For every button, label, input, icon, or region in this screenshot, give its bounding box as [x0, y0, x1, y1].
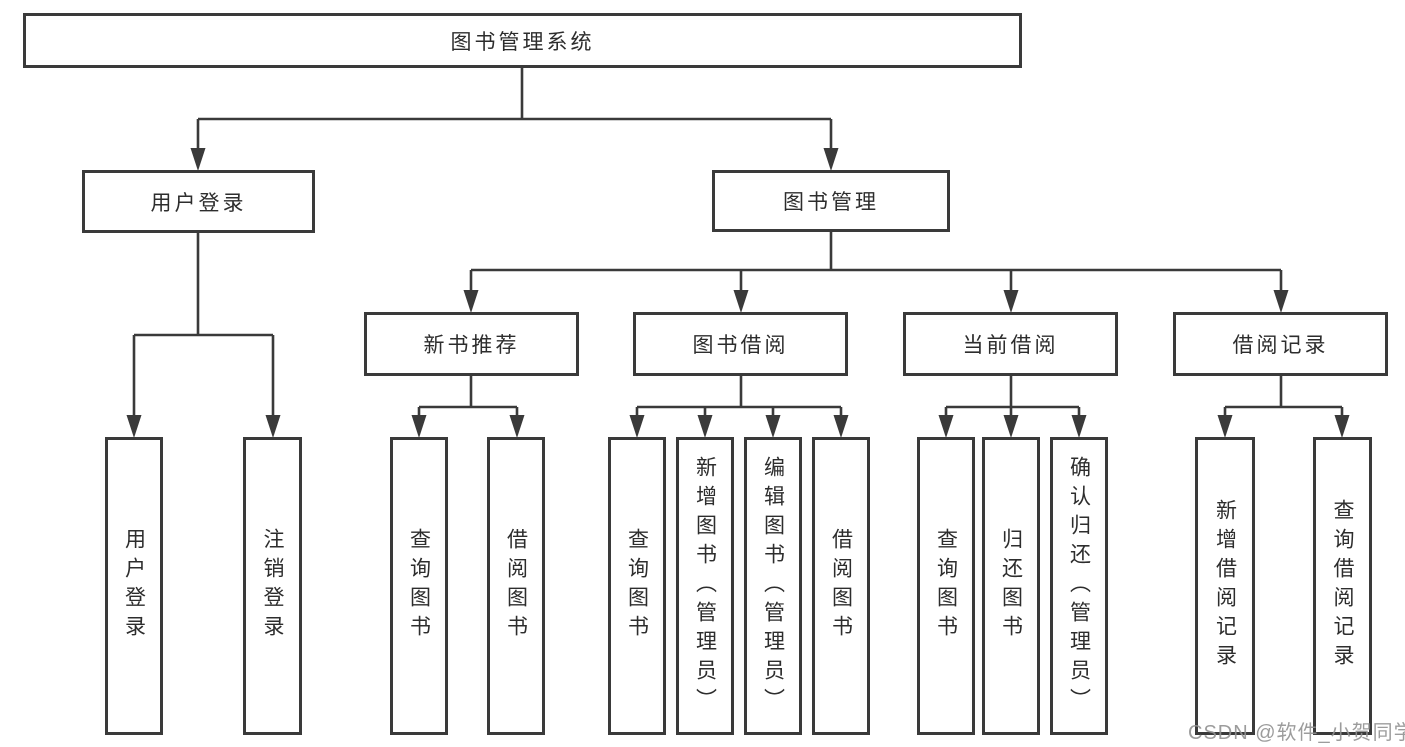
leaf-query-books-2: 查询图书 — [608, 437, 666, 735]
leaf-query-borrow-record: 查询借阅记录 — [1313, 437, 1372, 735]
node-root-label: 图书管理系统 — [450, 30, 595, 54]
leaf-logout: 注销登录 — [243, 437, 302, 735]
leaf-user-login-label: 用户登录 — [122, 528, 146, 644]
leaf-add-books-admin: 新增图书（管理员） — [676, 437, 734, 735]
node-new-book-recommend-label: 新书推荐 — [423, 334, 520, 357]
csdn-watermark: CSDN @软件_小贺同学 — [1188, 722, 1405, 744]
node-borrowing-records-label: 借阅记录 — [1232, 334, 1329, 357]
node-book-management-label: 图书管理 — [783, 191, 879, 214]
leaf-query-books-3-label: 查询图书 — [934, 528, 958, 644]
leaf-edit-books-admin: 编辑图书（管理员） — [744, 437, 802, 735]
leaf-return-books: 归还图书 — [982, 437, 1040, 735]
node-user-login-label: 用户登录 — [150, 191, 247, 215]
leaf-borrow-books-1: 借阅图书 — [487, 437, 545, 735]
leaf-query-books-3: 查询图书 — [917, 437, 975, 735]
leaf-confirm-return-admin-label: 确认归还（管理员） — [1067, 455, 1091, 717]
leaf-borrow-books-2-label: 借阅图书 — [829, 528, 853, 644]
leaf-borrow-books-2: 借阅图书 — [812, 437, 870, 735]
leaf-query-books-1: 查询图书 — [390, 437, 448, 735]
leaf-add-borrow-record: 新增借阅记录 — [1195, 437, 1255, 735]
leaf-query-books-2-label: 查询图书 — [625, 528, 649, 644]
node-root: 图书管理系统 — [23, 13, 1022, 68]
leaf-query-borrow-record-label: 查询借阅记录 — [1331, 499, 1355, 673]
leaf-return-books-label: 归还图书 — [999, 528, 1023, 644]
node-book-borrowing-label: 图书借阅 — [692, 334, 789, 357]
node-current-borrowing: 当前借阅 — [903, 312, 1118, 376]
node-book-management: 图书管理 — [712, 170, 950, 232]
node-book-borrowing: 图书借阅 — [633, 312, 848, 376]
node-user-login: 用户登录 — [82, 170, 315, 233]
node-borrowing-records: 借阅记录 — [1173, 312, 1388, 376]
node-current-borrowing-label: 当前借阅 — [962, 334, 1059, 357]
leaf-add-books-admin-label: 新增图书（管理员） — [693, 455, 717, 717]
leaf-borrow-books-1-label: 借阅图书 — [504, 528, 528, 644]
leaf-query-books-1-label: 查询图书 — [407, 528, 431, 644]
node-new-book-recommend: 新书推荐 — [364, 312, 579, 376]
leaf-confirm-return-admin: 确认归还（管理员） — [1050, 437, 1108, 735]
leaf-user-login: 用户登录 — [105, 437, 163, 735]
leaf-edit-books-admin-label: 编辑图书（管理员） — [761, 455, 785, 717]
leaf-add-borrow-record-label: 新增借阅记录 — [1213, 499, 1237, 673]
leaf-logout-label: 注销登录 — [261, 528, 285, 644]
